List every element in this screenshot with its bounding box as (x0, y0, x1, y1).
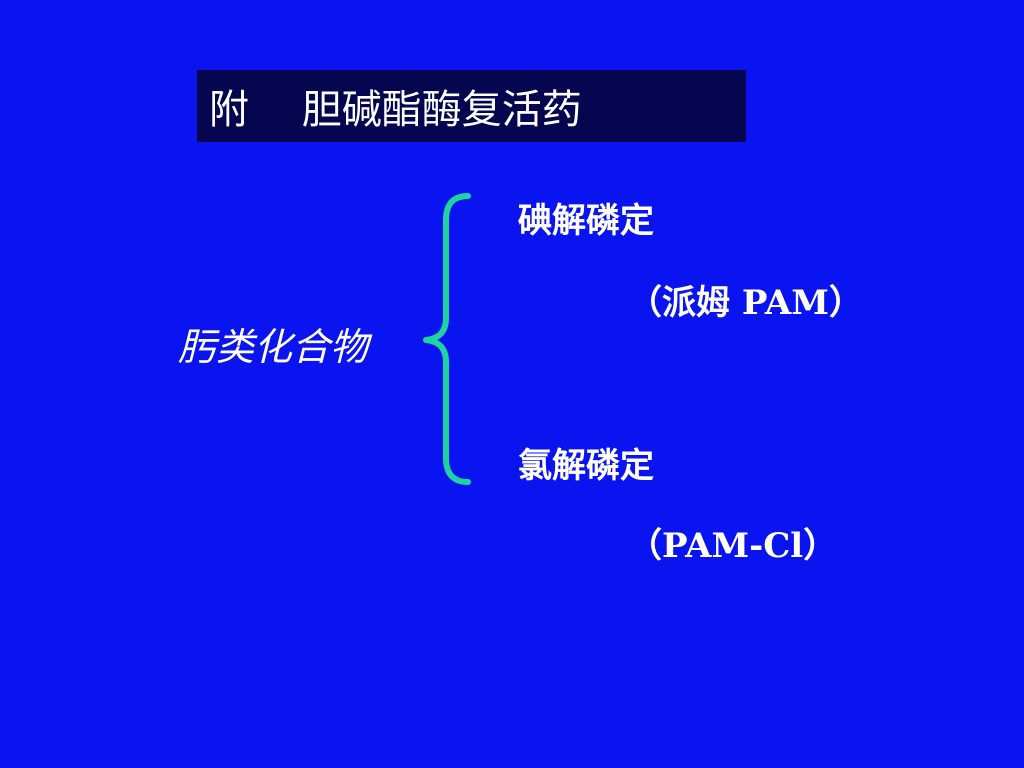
drug-name-2: 氯解磷定 (518, 446, 654, 486)
drug-abbr-2: （PAM-Cl） (628, 526, 838, 566)
curly-brace (423, 193, 471, 485)
slide-title-text: 附 胆碱酯酶复活药 (209, 87, 582, 133)
drug-abbr-1: （派姆 PAM） (628, 283, 863, 323)
curly-brace-path (423, 193, 471, 485)
drug-name-1: 碘解磷定 (518, 201, 654, 241)
slide-title: 附 胆碱酯酶复活药 (197, 70, 746, 142)
category-label: 肟类化合物 (178, 325, 369, 369)
